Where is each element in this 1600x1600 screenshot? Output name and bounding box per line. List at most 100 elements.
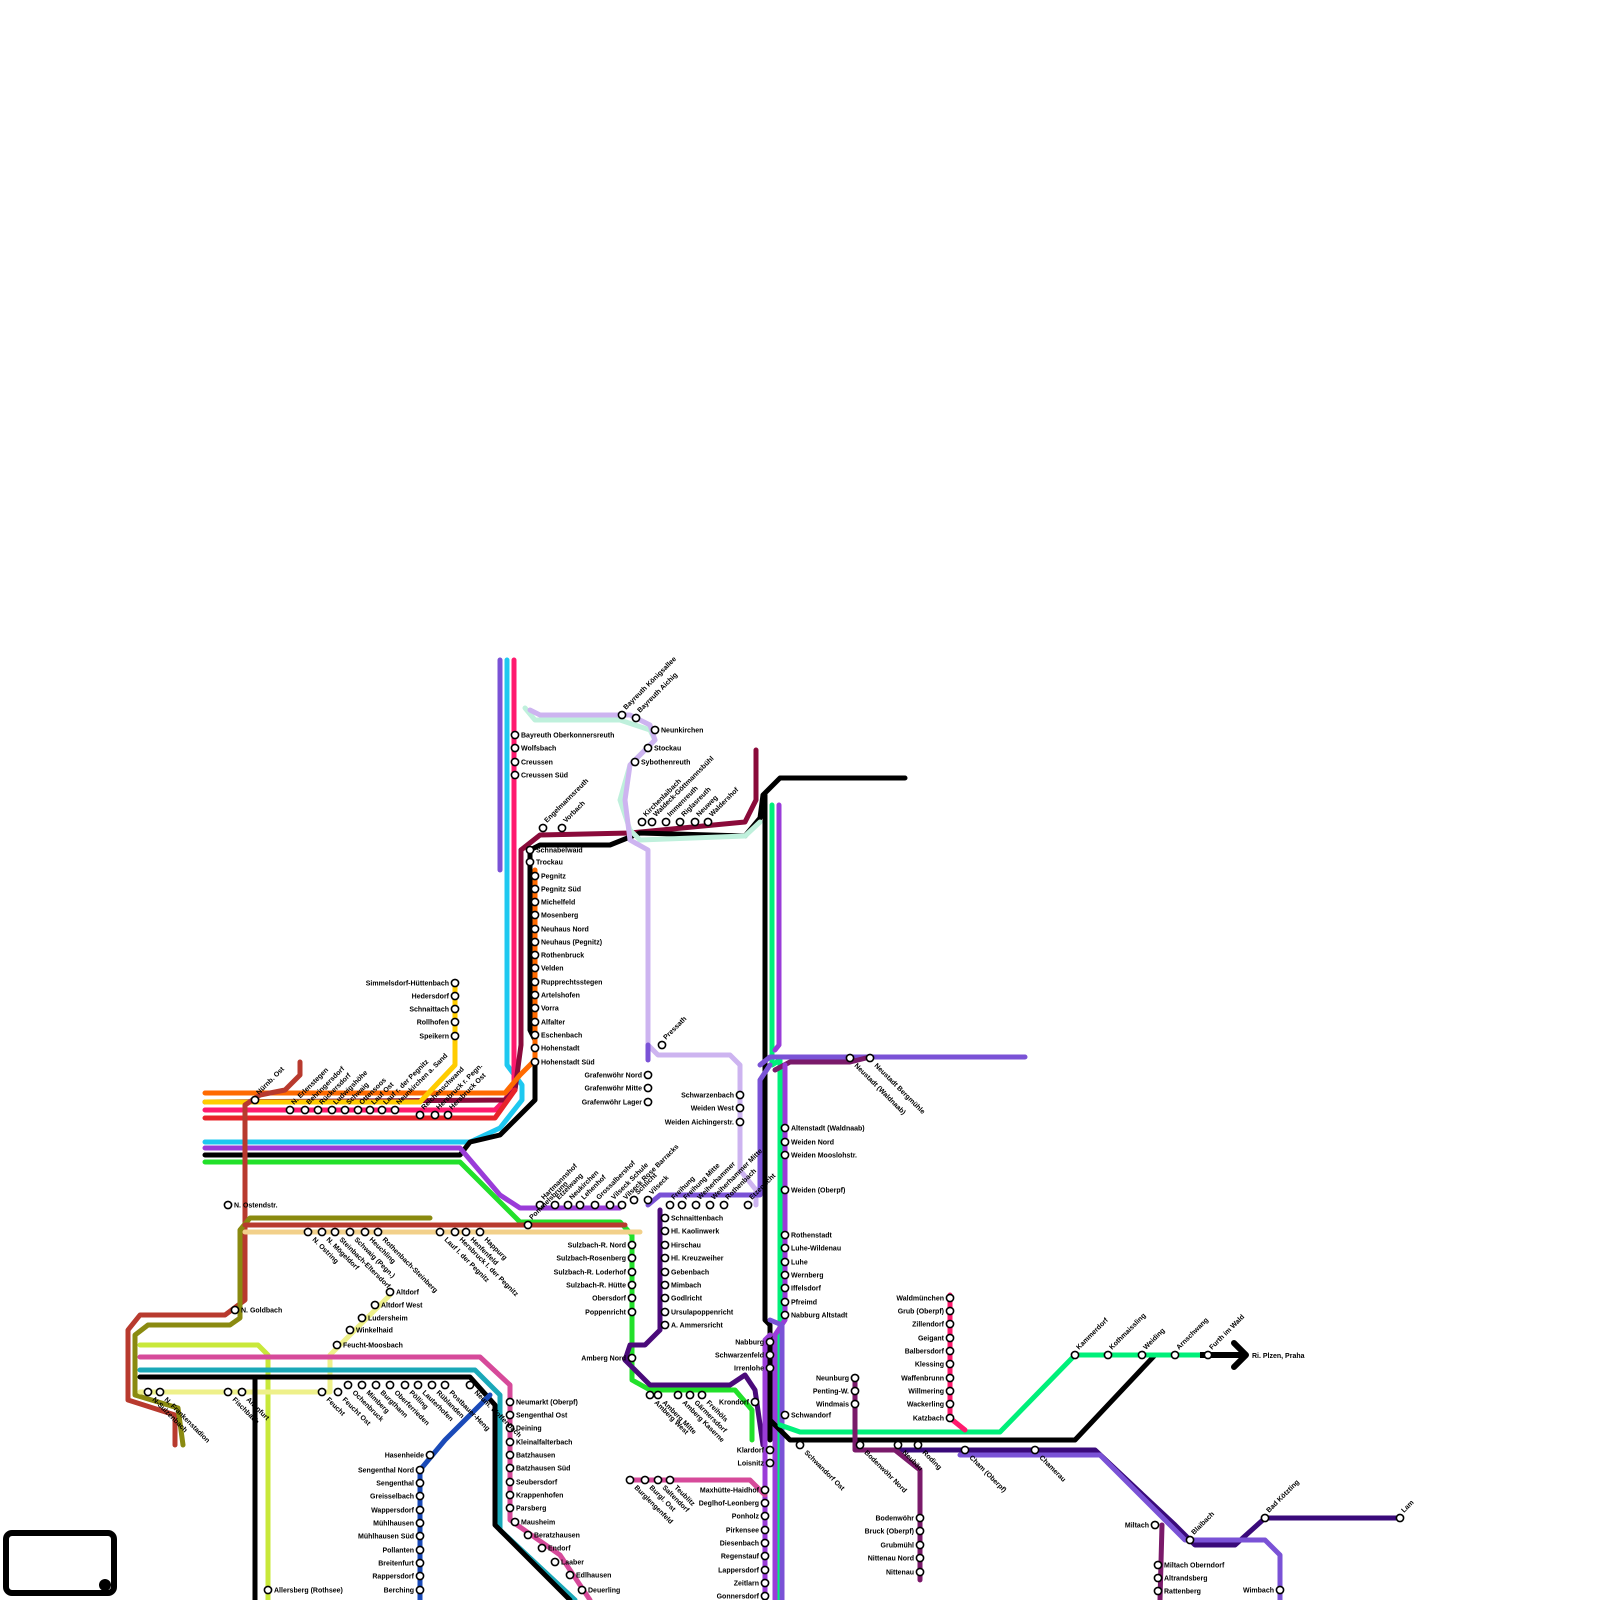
station-grub-oberpf[interactable]: Grub (Oberpf)	[898, 1307, 954, 1315]
station-neunkirchen[interactable]: Neunkirchen	[651, 726, 703, 734]
station-creussen-sued[interactable]: Creussen Süd	[511, 771, 568, 779]
station-regenstauf[interactable]: Regenstauf	[721, 1552, 769, 1560]
station-schwarzenbach[interactable]: Schwarzenbach	[681, 1091, 744, 1099]
station-artelshofen[interactable]: Artelshofen	[531, 991, 580, 999]
station-sengenthal-ost[interactable]: Sengenthal Ost	[506, 1411, 568, 1419]
station-altenstadt[interactable]: Altenstadt (Waldnaab)	[781, 1124, 864, 1132]
station-sulzbach-nord[interactable]: Sulzbach-R. Nord	[568, 1241, 636, 1249]
station-hohenstadt-sued[interactable]: Hohenstadt Süd	[531, 1058, 594, 1066]
station-weiden-oberpf[interactable]: Weiden (Oberpf)	[781, 1186, 845, 1194]
station-mimbach[interactable]: Mimbach	[661, 1281, 701, 1289]
station-rupprechtsstegen[interactable]: Rupprechtsstegen	[531, 978, 602, 986]
station-mosenberg[interactable]: Mosenberg	[531, 911, 578, 919]
station-grafenwoehr-lager[interactable]: Grafenwöhr Lager	[582, 1098, 652, 1106]
station-zillendorf[interactable]: Zillendorf	[912, 1320, 953, 1328]
station-pollanten[interactable]: Pollanten	[382, 1546, 423, 1554]
station-creussen[interactable]: Creussen	[511, 758, 553, 766]
station-balbersdorf[interactable]: Balbersdorf	[905, 1347, 954, 1355]
station-rothenbruck[interactable]: Rothenbruck	[531, 951, 584, 959]
station-a-ammersricht[interactable]: A. Ammersricht	[661, 1321, 723, 1329]
station-grafenwoehr-mitte[interactable]: Grafenwöhr Mitte	[584, 1084, 651, 1092]
station-kleinalfalterbach[interactable]: Kleinalfalterbach	[506, 1438, 572, 1446]
station-klardorf[interactable]: Klardorf	[737, 1446, 774, 1454]
station-sulzbach-huette[interactable]: Sulzbach-R. Hütte	[566, 1281, 635, 1289]
station-obersdorf[interactable]: Obersdorf	[592, 1294, 635, 1302]
station-geigant[interactable]: Geigant	[918, 1334, 954, 1342]
station-vorra[interactable]: Vorra	[531, 1004, 558, 1012]
station-rappersdorf[interactable]: Rappersdorf	[372, 1572, 423, 1580]
station-laaber[interactable]: Laaber	[551, 1558, 584, 1566]
station-hohenstadt[interactable]: Hohenstadt	[531, 1044, 580, 1052]
station-bodenwoehr[interactable]: Bodenwöhr	[876, 1514, 924, 1522]
station-altdorf[interactable]: Altdorf	[386, 1288, 419, 1296]
station-windmais[interactable]: Windmais	[816, 1400, 859, 1408]
station-weiden-aichingerstr[interactable]: Weiden Aichingerstr.	[665, 1118, 744, 1126]
station-greisselbach[interactable]: Greisselbach	[370, 1492, 424, 1500]
station-weiden-west[interactable]: Weiden West	[691, 1104, 744, 1112]
station-penting-w[interactable]: Penting-W.	[813, 1387, 859, 1395]
station-breitenfurt[interactable]: Breitenfurt	[378, 1559, 423, 1567]
station-nabburg-altstadt[interactable]: Nabburg Altstadt	[781, 1311, 848, 1319]
station-parsberg[interactable]: Parsberg	[506, 1504, 546, 1512]
station-neuhaus-pegnitz[interactable]: Neuhaus (Pegnitz)	[531, 938, 602, 946]
station-luhe-wildenau[interactable]: Luhe-Wildenau	[781, 1244, 841, 1252]
station-klessing[interactable]: Klessing	[915, 1360, 954, 1368]
station-schnaittenbach[interactable]: Schnaittenbach	[661, 1214, 723, 1222]
station-muehlhausen[interactable]: Mühlhausen	[373, 1519, 423, 1527]
station-muehlhausen-sued[interactable]: Mühlhausen Süd	[358, 1532, 424, 1540]
station-nittenau-nord[interactable]: Nittenau Nord	[868, 1554, 924, 1562]
station-sulzbach-loderhof[interactable]: Sulzbach-R. Loderhof	[554, 1268, 636, 1276]
station-weiden-mooslohstr[interactable]: Weiden Mooslohstr.	[781, 1151, 857, 1159]
station-krondorf[interactable]: Krondorf	[719, 1398, 759, 1406]
station-bayreuth-koenigsallee[interactable]: Bayreuth Königsallee	[618, 656, 678, 719]
station-hasenheide[interactable]: Hasenheide	[385, 1451, 434, 1459]
station-grafenwoehr-nord[interactable]: Grafenwöhr Nord	[584, 1071, 651, 1079]
station-miltach[interactable]: Miltach	[1125, 1521, 1159, 1529]
station-wimbach[interactable]: Wimbach	[1243, 1586, 1284, 1594]
station-poppenricht[interactable]: Poppenricht	[585, 1308, 635, 1316]
station-katzbach[interactable]: Katzbach	[913, 1414, 954, 1422]
station-hirschau[interactable]: Hirschau	[661, 1241, 701, 1249]
station-willmering[interactable]: Willmering	[908, 1387, 953, 1395]
station-lappersdorf[interactable]: Lappersdorf	[718, 1566, 768, 1574]
station-pfreimd[interactable]: Pfreimd	[781, 1298, 817, 1306]
station-bruck-oberpf[interactable]: Bruck (Oberpf)	[865, 1527, 924, 1535]
station-n-ostendstr[interactable]: N. Ostendstr.	[224, 1201, 277, 1209]
station-lam[interactable]: Lam	[1396, 1499, 1415, 1521]
station-sengenthal-nord[interactable]: Sengenthal Nord	[358, 1466, 424, 1474]
station-iffelsdorf[interactable]: Iffelsdorf	[781, 1284, 821, 1292]
station-neuhaus-nord[interactable]: Neuhaus Nord	[531, 925, 588, 933]
station-kirchenlaibach[interactable]: Kirchenlaibach	[638, 778, 683, 826]
station-alfalter[interactable]: Alfalter	[531, 1018, 565, 1026]
station-seubersdorf[interactable]: Seubersdorf	[506, 1478, 557, 1486]
station-wernberg[interactable]: Wernberg	[781, 1271, 823, 1279]
station-maxhuette-haidhof[interactable]: Maxhütte-Haidhof	[700, 1486, 769, 1494]
station-endorf[interactable]: Endorf	[538, 1544, 571, 1552]
station-nbg-ost[interactable]: Nürnb. Ost	[251, 1065, 286, 1103]
station-diesenbach[interactable]: Diesenbach	[720, 1539, 769, 1547]
station-zeitlarn[interactable]: Zeitlarn	[734, 1579, 769, 1587]
station-sybothenreuth[interactable]: Sybothenreuth	[631, 758, 690, 766]
station-pegnitz[interactable]: Pegnitz	[531, 872, 566, 880]
station-grubmuehl[interactable]: Grubmühl	[881, 1541, 924, 1549]
station-irrenlohe[interactable]: Irrenlohe	[734, 1364, 774, 1372]
station-steinbach[interactable]: Steinbach-Eltersdorf	[331, 1228, 391, 1290]
station-bad-koetzting[interactable]: Bad Kötzting	[1261, 1479, 1301, 1522]
station-wackerling[interactable]: Wackerling	[907, 1400, 954, 1408]
station-pressath[interactable]: Pressath	[658, 1016, 688, 1049]
station-hedersdorf[interactable]: Hedersdorf	[412, 992, 459, 1000]
station-eschenbach[interactable]: Eschenbach	[531, 1031, 582, 1039]
station-trockau[interactable]: Trockau	[526, 858, 562, 866]
station-pirkensee[interactable]: Pirkensee	[726, 1526, 769, 1534]
station-schwandorf-ost[interactable]: Schwandorf Ost	[796, 1441, 846, 1492]
station-neunburg[interactable]: Neunburg	[816, 1374, 859, 1382]
station-neumarkt[interactable]: Neumarkt (Oberpf)	[506, 1398, 577, 1406]
station-sengenthal[interactable]: Sengenthal	[376, 1479, 423, 1487]
station-batzhausen[interactable]: Batzhausen	[506, 1451, 555, 1459]
station-deuerling[interactable]: Deuerling	[578, 1586, 620, 1594]
station-bt-oberkonnersreuth[interactable]: Bayreuth Oberkonnersreuth	[511, 731, 614, 739]
station-amberg-west[interactable]: Amberg West	[646, 1391, 689, 1436]
station-waffenbrunn[interactable]: Waffenbrunn	[901, 1374, 954, 1382]
station-schwandorf[interactable]: Schwandorf	[781, 1411, 831, 1419]
station-hl-kaolinwerk[interactable]: Hl. Kaolinwerk	[661, 1227, 719, 1235]
